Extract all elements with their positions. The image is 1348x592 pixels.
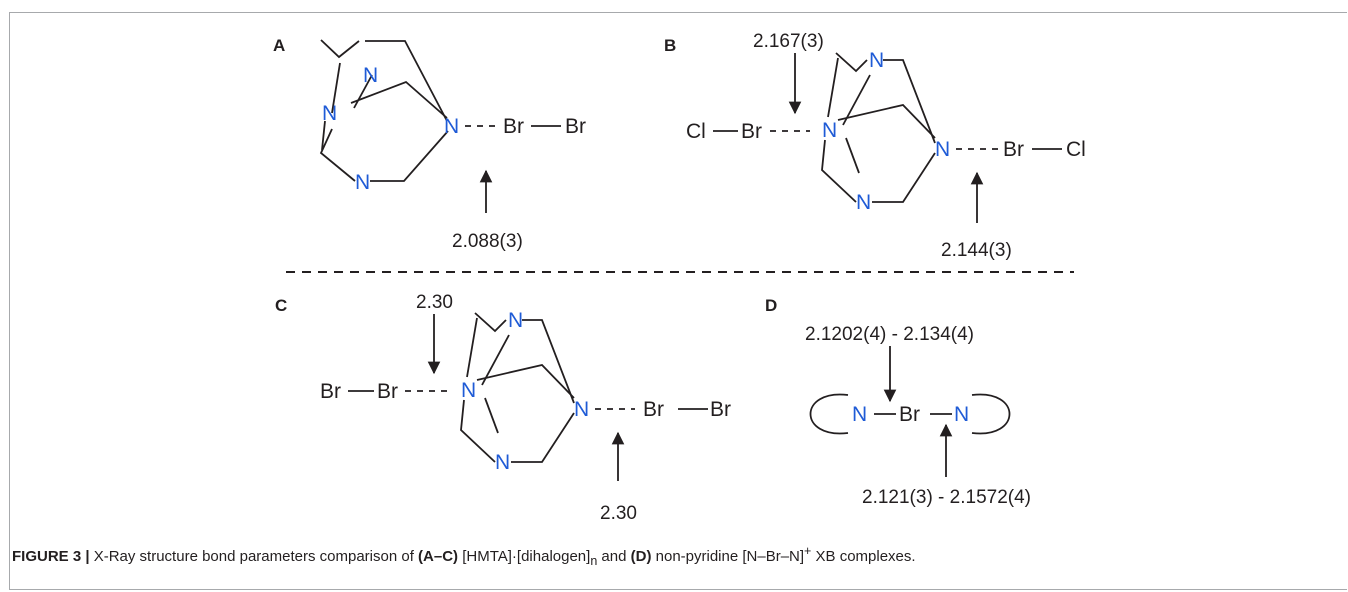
atom-n: N (954, 403, 969, 426)
atom-n: N (574, 398, 589, 421)
caption-panel-ref: (D) (630, 548, 652, 565)
atom-n: N (495, 451, 510, 474)
atom-n: N (869, 49, 884, 72)
atom-cl: Cl (686, 120, 706, 143)
panel-c: C 2.30 Br Br N N N N Br Br 2.30 (275, 292, 731, 524)
panel-d-bonds (809, 393, 1011, 435)
panel-b-bonds (713, 52, 1062, 203)
panel-b-letter: B (664, 36, 676, 55)
atom-br: Br (741, 120, 762, 143)
atom-br: Br (643, 398, 664, 421)
atom-n: N (461, 379, 476, 402)
atom-br: Br (1003, 138, 1024, 161)
panel-d-letter: D (765, 296, 777, 315)
bond-distance-label: 2.1202(4) - 2.134(4) (805, 324, 974, 345)
atom-n: N (852, 403, 867, 426)
panel-a: A N N N N Br Br 2.088(3) (273, 36, 586, 252)
bond-distance-label: 2.121(3) - 2.1572(4) (862, 487, 1031, 508)
atom-br: Br (320, 380, 341, 403)
bond-distance-label: 2.088(3) (452, 231, 523, 252)
figure-caption: FIGURE 3 | X-Ray structure bond paramete… (12, 544, 916, 568)
caption-subscript: n (590, 554, 598, 568)
figure-frame: A N N N N Br Br 2.088(3) B 2.167(3) (9, 12, 1347, 590)
caption-text: XB complexes. (811, 548, 916, 565)
atom-n: N (444, 115, 459, 138)
panel-a-letter: A (273, 36, 285, 55)
panel-a-bonds (319, 39, 561, 182)
caption-text: non-pyridine [N–Br–N] (651, 548, 805, 565)
atom-n: N (355, 171, 370, 194)
atom-n: N (363, 64, 378, 87)
bond-distance-label: 2.167(3) (753, 31, 824, 52)
atom-n: N (508, 309, 523, 332)
panel-b: B 2.167(3) Cl Br N N N N Br Cl 2.144(3) (664, 31, 1086, 261)
caption-superscript: + (804, 544, 812, 558)
atom-br: Br (710, 398, 731, 421)
atom-n: N (935, 138, 950, 161)
panel-c-letter: C (275, 296, 287, 315)
caption-text: X-Ray structure bond parameters comparis… (89, 548, 419, 565)
caption-panel-ref: (A–C) (418, 548, 459, 565)
bond-distance-label: 2.30 (600, 503, 637, 524)
atom-n: N (322, 102, 337, 125)
caption-text: [HMTA]·[dihalogen] (458, 548, 591, 565)
bond-distance-label: 2.144(3) (941, 240, 1012, 261)
atom-n: N (822, 119, 837, 142)
atom-n: N (856, 191, 871, 214)
panel-c-bonds (348, 312, 708, 463)
atom-br: Br (503, 115, 524, 138)
atom-cl: Cl (1066, 138, 1086, 161)
panel-d: D 2.1202(4) - 2.134(4) N Br N 2.121(3) -… (765, 296, 1031, 508)
bond-distance-label: 2.30 (416, 292, 453, 313)
reaction-scheme: A N N N N Br Br 2.088(3) B 2.167(3) (273, 31, 1086, 524)
figure-label: FIGURE 3 | (12, 548, 90, 565)
atom-br: Br (899, 403, 920, 426)
atom-br: Br (565, 115, 586, 138)
caption-text: and (597, 548, 631, 565)
atom-br: Br (377, 380, 398, 403)
